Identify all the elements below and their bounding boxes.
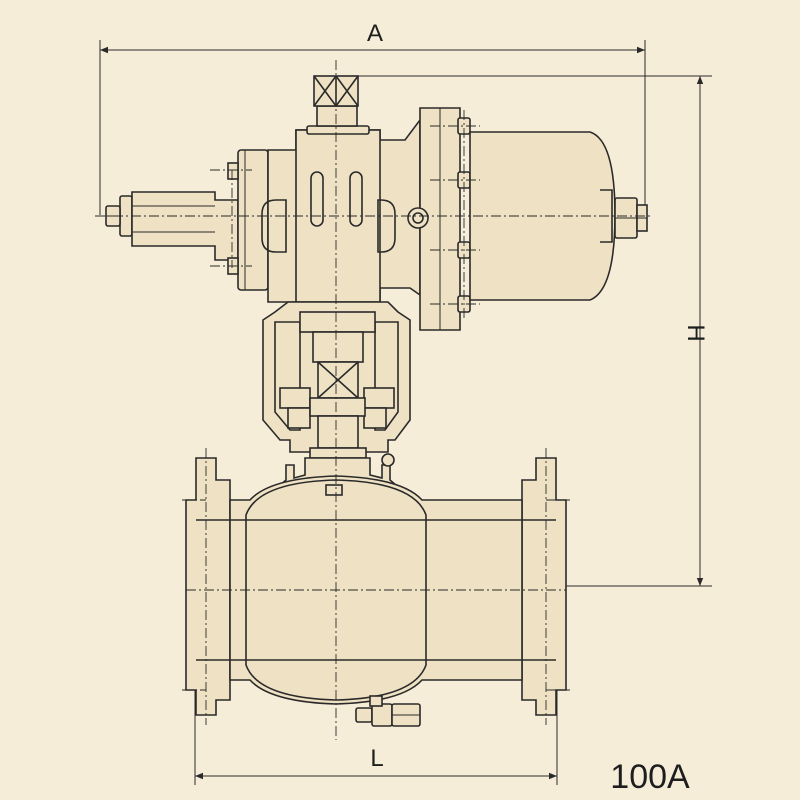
dimension-h-label: H	[682, 324, 709, 341]
dimension-a-label: A	[367, 20, 383, 47]
dimension-l: L	[194, 690, 558, 785]
actuator	[105, 75, 648, 331]
dimension-a: A	[99, 20, 646, 215]
center-lines	[95, 60, 650, 740]
dimension-l-label: L	[370, 745, 383, 772]
size-label: 100A	[610, 758, 690, 796]
yoke	[262, 301, 411, 459]
dimension-h: H	[330, 75, 712, 587]
